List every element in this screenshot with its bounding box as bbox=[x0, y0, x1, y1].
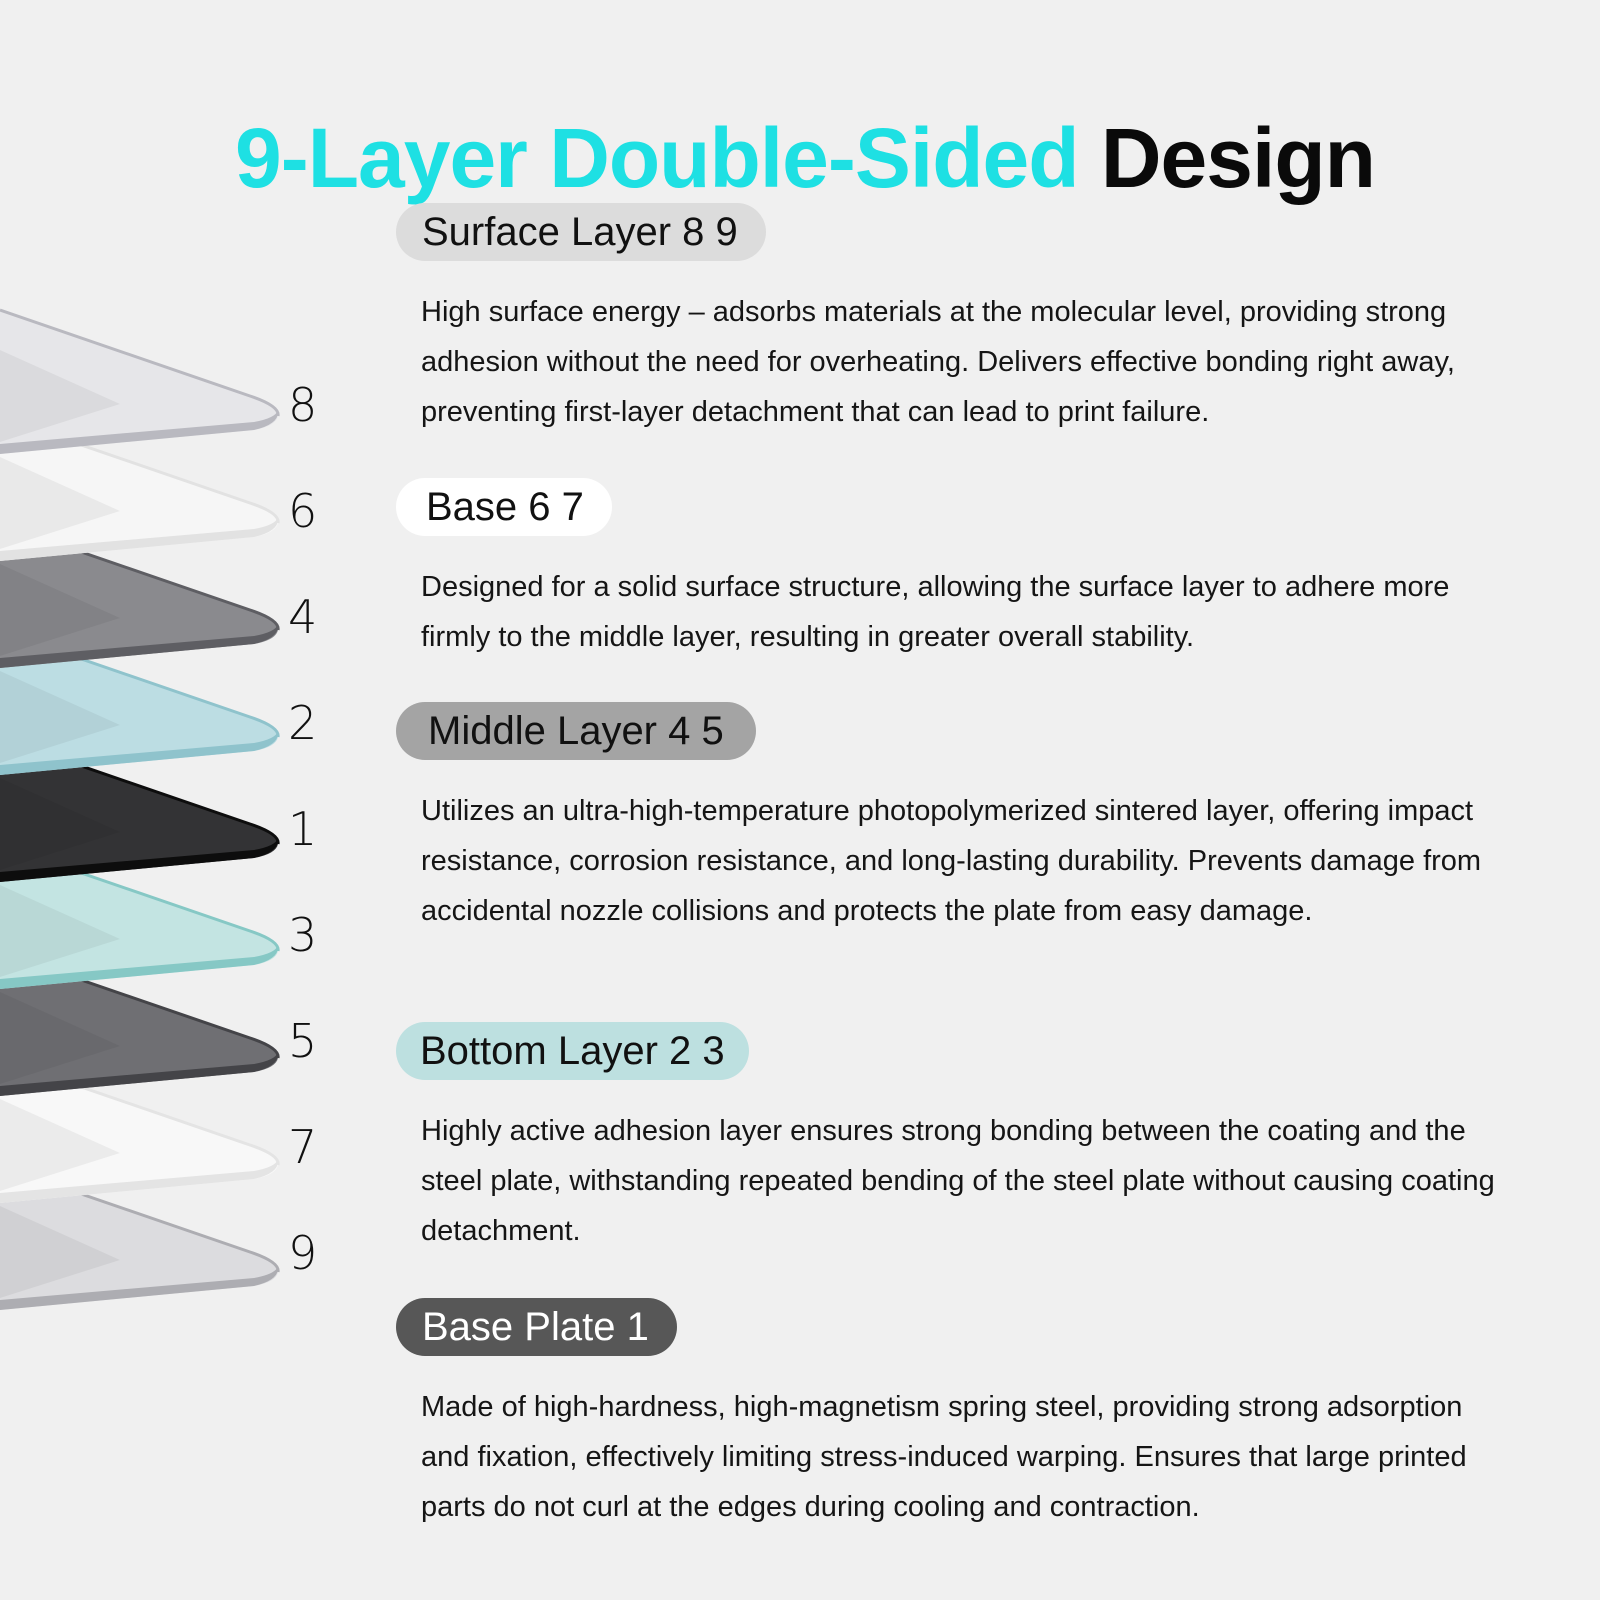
label-base-plate: Base Plate 1 bbox=[396, 1298, 677, 1356]
section-base-plate: Base Plate 1 Made of high-hardness, high… bbox=[396, 1298, 1516, 1532]
plate-edge-9 bbox=[0, 1266, 279, 1310]
plate-rim-9 bbox=[0, 1164, 280, 1273]
plate-rim-1 bbox=[0, 736, 280, 845]
plate-rim-4 bbox=[0, 522, 280, 631]
plate-layer-7 bbox=[0, 1059, 279, 1203]
plate-edge-2 bbox=[0, 731, 279, 775]
plate-number-5: 5 bbox=[288, 1014, 318, 1068]
plate-number-7: 7 bbox=[288, 1120, 318, 1174]
plate-shade-8 bbox=[0, 350, 120, 442]
label-base: Base 6 7 bbox=[396, 478, 612, 536]
plate-shade-2 bbox=[0, 671, 120, 763]
description-middle-layer: Utilizes an ultra-high-temperature photo… bbox=[421, 795, 1482, 927]
plate-rim-8 bbox=[0, 308, 280, 417]
section-bottom-layer: Bottom Layer 2 3 Highly active adhesion … bbox=[396, 1022, 1516, 1256]
description-bottom-layer: Highly active adhesion layer ensures str… bbox=[421, 1115, 1495, 1247]
plate-number-1: 1 bbox=[288, 802, 318, 856]
plate-shade-3 bbox=[0, 885, 120, 977]
plate-rim-7 bbox=[0, 1057, 280, 1166]
plate-layer-9 bbox=[0, 1166, 279, 1310]
plate-layer-5 bbox=[0, 952, 279, 1096]
plate-layer-1 bbox=[0, 738, 279, 882]
plate-edge-4 bbox=[0, 624, 279, 668]
layer-stack-illustration: 8 6 4 2 1 3 5 7 9 bbox=[0, 290, 340, 1350]
description-surface-layer: High surface energy – adsorbs materials … bbox=[421, 296, 1455, 428]
plate-layer-3 bbox=[0, 845, 279, 989]
plate-edge-8 bbox=[0, 410, 279, 454]
plate-shade-7 bbox=[0, 1099, 120, 1191]
plate-layer-6 bbox=[0, 417, 279, 561]
plate-rim-2 bbox=[0, 629, 280, 738]
plate-shade-6 bbox=[0, 457, 120, 549]
plate-rim-6 bbox=[0, 415, 280, 524]
plate-edge-6 bbox=[0, 517, 279, 561]
layer-plates-graphic bbox=[0, 308, 280, 1310]
section-surface-layer: Surface Layer 8 9 High surface energy – … bbox=[396, 203, 1516, 437]
plate-rim-5 bbox=[0, 950, 280, 1059]
plate-layer-2 bbox=[0, 631, 279, 775]
plate-edge-3 bbox=[0, 945, 279, 989]
label-bottom-layer: Bottom Layer 2 3 bbox=[396, 1022, 749, 1080]
description-base: Designed for a solid surface structure, … bbox=[421, 571, 1450, 653]
plate-number-2: 2 bbox=[288, 696, 318, 750]
plate-edge-7 bbox=[0, 1159, 279, 1203]
section-middle-layer: Middle Layer 4 5 Utilizes an ultra-high-… bbox=[396, 702, 1516, 936]
label-surface-layer: Surface Layer 8 9 bbox=[396, 203, 766, 261]
plate-number-4: 4 bbox=[288, 590, 318, 644]
label-middle-layer: Middle Layer 4 5 bbox=[396, 702, 756, 760]
plate-edge-5 bbox=[0, 1052, 279, 1096]
plate-edge-1 bbox=[0, 838, 279, 882]
plate-number-9: 9 bbox=[288, 1226, 318, 1280]
title-accent: 9-Layer Double-Sided bbox=[235, 111, 1080, 206]
plate-layer-8 bbox=[0, 310, 279, 454]
plate-shade-1 bbox=[0, 778, 120, 870]
plate-number-8: 8 bbox=[288, 378, 318, 432]
plate-rim-3 bbox=[0, 843, 280, 952]
plate-shade-9 bbox=[0, 1206, 120, 1298]
plate-number-6: 6 bbox=[288, 484, 318, 538]
plate-layer-4 bbox=[0, 524, 279, 668]
page-title: 9-Layer Double-Sided Design bbox=[0, 108, 1600, 208]
title-dark: Design bbox=[1100, 111, 1376, 206]
plate-shade-5 bbox=[0, 992, 120, 1084]
section-base: Base 6 7 Designed for a solid surface st… bbox=[396, 478, 1516, 662]
plate-number-3: 3 bbox=[288, 908, 318, 962]
plate-shade-4 bbox=[0, 564, 120, 656]
description-base-plate: Made of high-hardness, high-magnetism sp… bbox=[421, 1391, 1467, 1523]
